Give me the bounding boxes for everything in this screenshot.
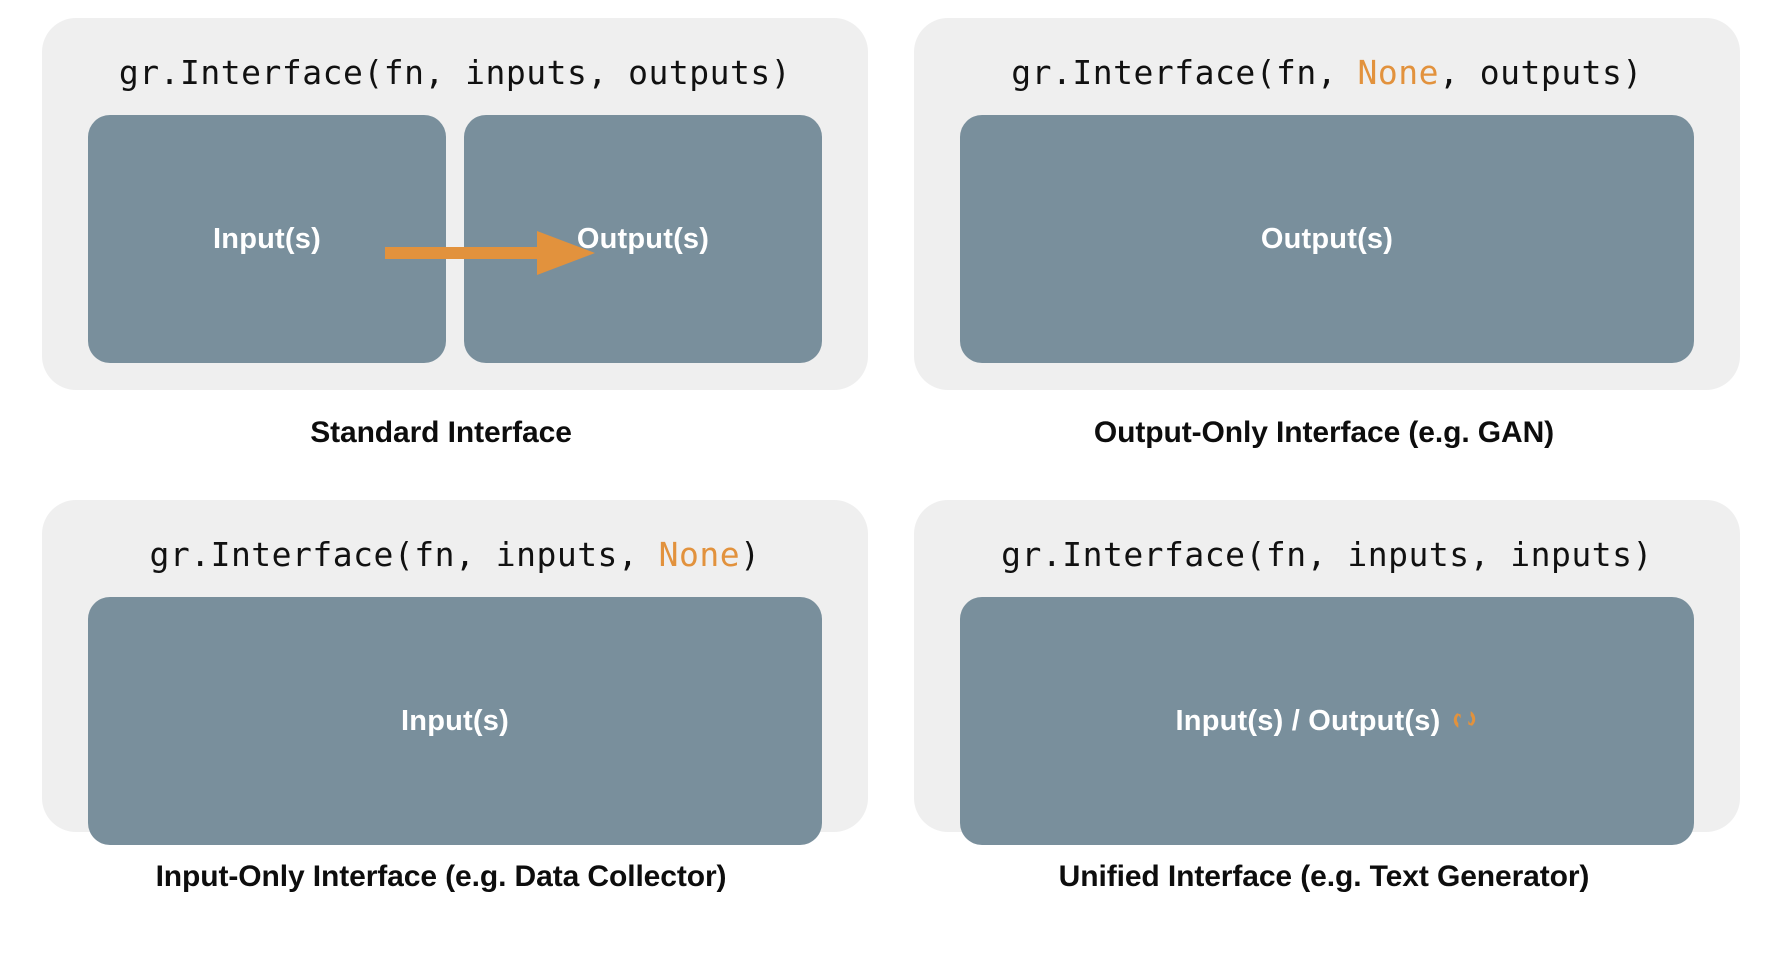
- panel-body-input-only: gr.Interface(fn, inputs, None) Input(s): [42, 500, 868, 845]
- panel-body-standard: gr.Interface(fn, inputs, outputs) Input(…: [42, 18, 868, 390]
- caption-input-only-interface: Input-Only Interface (e.g. Data Collecto…: [155, 860, 727, 893]
- box-inputs-standard: Input(s): [88, 115, 446, 363]
- caption-output-only-interface: Output-Only Interface (e.g. GAN): [1093, 416, 1555, 449]
- loop-arrows-icon: [1454, 709, 1476, 729]
- code-signature-standard: gr.Interface(fn, inputs, outputs): [119, 56, 791, 89]
- panel-output-only-interface: gr.Interface(fn, None, outputs) Output(s…: [883, 0, 1765, 480]
- panel-standard-interface: gr.Interface(fn, inputs, outputs) Input(…: [0, 0, 882, 480]
- code-before-standard: gr.Interface(fn, inputs, outputs): [118, 53, 792, 92]
- box-unified-io: Input(s) / Output(s): [960, 597, 1694, 845]
- panel-input-only-interface: gr.Interface(fn, inputs, None) Input(s) …: [0, 482, 882, 975]
- code-none-output-only: None: [1357, 53, 1440, 92]
- box-label-unified-text: Input(s) / Output(s): [1175, 704, 1441, 737]
- code-signature-input-only: gr.Interface(fn, inputs, None): [149, 538, 760, 571]
- box-inputs-only: Input(s): [88, 597, 822, 845]
- code-after-output-only: , outputs): [1439, 53, 1643, 92]
- box-outputs-only: Output(s): [960, 115, 1694, 363]
- box-label-outputs-only: Output(s): [1260, 222, 1394, 255]
- code-after-input-only: ): [740, 535, 761, 574]
- code-signature-unified: gr.Interface(fn, inputs, inputs): [1001, 538, 1653, 571]
- panel-body-output-only: gr.Interface(fn, None, outputs) Output(s…: [914, 18, 1740, 390]
- code-before-unified: gr.Interface(fn, inputs, inputs): [1001, 535, 1653, 574]
- caption-standard-interface: Standard Interface: [310, 416, 572, 449]
- box-row-input-only: Input(s): [88, 597, 822, 845]
- box-label-inputs-only: Input(s): [401, 704, 509, 737]
- caption-unified-interface: Unified Interface (e.g. Text Generator): [1058, 860, 1590, 893]
- box-label-outputs: Output(s): [576, 222, 710, 255]
- box-row-unified: Input(s) / Output(s): [960, 597, 1694, 845]
- code-none-input-only: None: [658, 535, 741, 574]
- box-row-standard: Input(s) Output(s): [88, 115, 822, 363]
- box-outputs-standard: Output(s): [464, 115, 822, 363]
- code-before-output-only: gr.Interface(fn,: [1011, 53, 1358, 92]
- panel-body-unified: gr.Interface(fn, inputs, inputs) Input(s…: [914, 500, 1740, 845]
- box-label-unified-io: Input(s) / Output(s): [1176, 705, 1479, 738]
- code-before-input-only: gr.Interface(fn, inputs,: [149, 535, 659, 574]
- code-signature-output-only: gr.Interface(fn, None, outputs): [1011, 56, 1642, 89]
- box-label-inputs: Input(s): [213, 222, 321, 255]
- panel-unified-interface: gr.Interface(fn, inputs, inputs) Input(s…: [883, 482, 1765, 975]
- box-row-output-only: Output(s): [960, 115, 1694, 363]
